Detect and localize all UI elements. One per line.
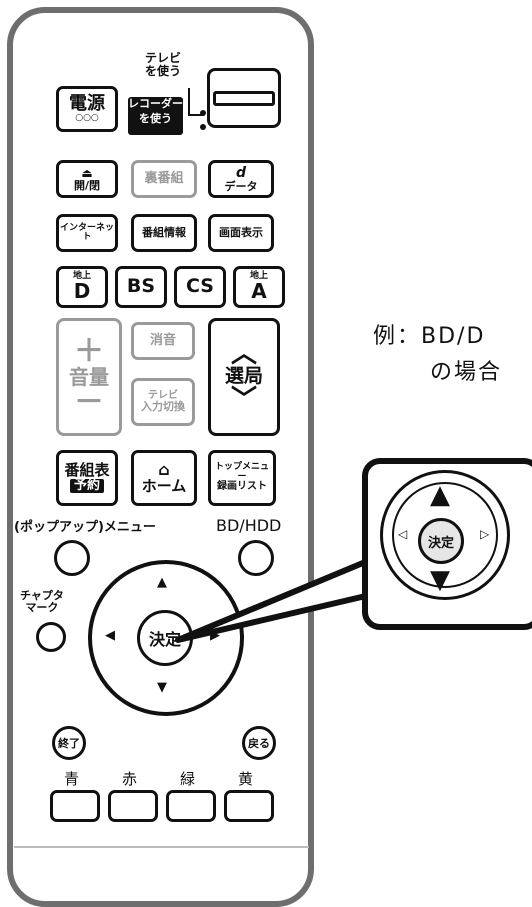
switch-dot-2 [200,124,206,130]
recorder-use-label: レコーダー を使う [128,97,183,135]
screen-display-label: 画面表示 [219,226,263,240]
channel-up-icon: ︿ [230,339,257,370]
green-button[interactable] [166,790,216,822]
mute-button[interactable]: 消音 [131,322,195,360]
bd-hdd-button[interactable] [238,540,274,576]
yellow-button[interactable] [224,790,274,822]
dpad-up-icon[interactable]: ▲ [157,575,167,590]
power-label: 電源 [69,92,105,114]
remote-bottom-divider [14,846,309,848]
recorder-use-line1: レコーダー [128,97,183,110]
switch-bracket [188,88,204,116]
bs-label: BS [126,275,156,298]
callout-enter-label: 決定 [427,535,454,551]
ura-bangumi-button[interactable]: 裏番組 [131,160,197,198]
home-icon: ⌂ [158,459,170,479]
data-label: データ [224,179,258,193]
channel-rocker[interactable]: ︿ 選局 ﹀ [208,318,280,436]
eject-icon: ⏏ [81,165,93,180]
mute-label: 消音 [149,333,176,349]
tv-input-label-2: 入力切換 [141,400,185,414]
home-label: ホーム [141,476,187,495]
green-label: 緑 [180,770,196,788]
popup-menu-button[interactable] [54,540,90,576]
volume-rocker[interactable]: ＋ 音量 － [56,318,122,436]
back-button[interactable]: 戻る [242,726,276,760]
bd-hdd-label: BD/HDD [216,516,282,535]
dpad-down-icon[interactable]: ▼ [157,680,167,695]
internet-label: インターネット [59,222,114,242]
terrestrial-a-button[interactable]: 地上 A [233,266,285,308]
internet-button[interactable]: インターネット [56,214,118,252]
switch-dot-1 [200,110,206,116]
example-line2: の場合 [430,360,503,385]
switch-slot [213,90,275,106]
chapter-mark-line2: マーク [25,600,59,614]
terrestrial-d-button[interactable]: 地上 D [56,266,108,308]
open-close-button[interactable]: ⏏ 開/閉 [56,160,118,198]
top-menu-label: トップメニュー [214,462,269,482]
tv-recorder-switch[interactable] [207,68,281,128]
terrestrial-a-top: 地上 [249,270,268,281]
screen-display-button[interactable]: 画面表示 [208,214,274,252]
terrestrial-d-top: 地上 [72,270,91,281]
enter-label: 決定 [148,630,181,649]
home-button[interactable]: ⌂ ホーム [131,450,197,506]
volume-plus-icon: ＋ [74,333,104,369]
tv-input-button[interactable]: テレビ 入力切換 [131,378,195,426]
epg-label: 番組表 [64,461,110,480]
popup-menu-label: (ポップアップ)メニュー [14,520,156,535]
callout-pointer [175,557,373,643]
chapter-mark-label: チャプタ マーク [20,590,64,613]
volume-label: 音量 [69,364,109,389]
callout-right-icon: ▷ [480,527,490,541]
dpad-left-icon[interactable]: ◀ [105,628,115,643]
power-dots: ○○○ [75,112,99,123]
back-label: 戻る [248,737,270,750]
recorded-list-label: 録画リスト [217,481,267,493]
tv-input-label-1: テレビ [148,389,178,401]
cs-label: CS [186,275,214,298]
epg-button[interactable]: 番組表 予約 [56,450,118,506]
callout-left-icon: ◁ [398,527,408,541]
exit-button[interactable]: 終了 [52,726,86,760]
callout-up-icon: ▲ [430,480,450,510]
chapter-mark-line1: チャプタ [20,589,64,602]
exit-label: 終了 [58,737,80,750]
chapter-mark-button[interactable] [36,622,66,652]
example-line1: 例：BD/D [373,324,486,349]
volume-minus-icon: － [74,384,104,420]
blue-button[interactable] [50,790,100,822]
terrestrial-a-label: A [251,279,267,304]
yellow-label: 黄 [238,770,254,788]
channel-label: 選局 [224,365,263,388]
channel-down-icon: ﹀ [230,384,257,415]
callout-enter-button: 決定 [418,518,464,564]
recorder-use-line2: を使う [139,111,172,125]
red-button[interactable] [108,790,158,822]
power-button[interactable]: 電源 ○○○ [56,86,118,132]
ura-bangumi-label: 裏番組 [144,171,184,187]
program-info-label: 番組情報 [142,226,186,240]
data-button[interactable]: d データ [208,160,274,198]
blue-label: 青 [64,770,80,788]
program-info-button[interactable]: 番組情報 [131,214,197,252]
top-menu-recorded-list-button[interactable]: トップメニュー 録画リスト [208,450,276,506]
bs-button[interactable]: BS [115,266,167,308]
data-d-label: d [235,164,247,181]
dpad-right-icon[interactable]: ▶ [210,628,220,643]
red-label: 赤 [122,770,138,788]
tv-use-label: テレビ を使う [145,51,182,79]
callout-down-icon: ▼ [430,565,450,595]
reserve-label: 予約 [69,479,104,493]
terrestrial-d-label: D [73,279,91,304]
cs-button[interactable]: CS [174,266,226,308]
open-close-label: 開/閉 [73,178,101,192]
